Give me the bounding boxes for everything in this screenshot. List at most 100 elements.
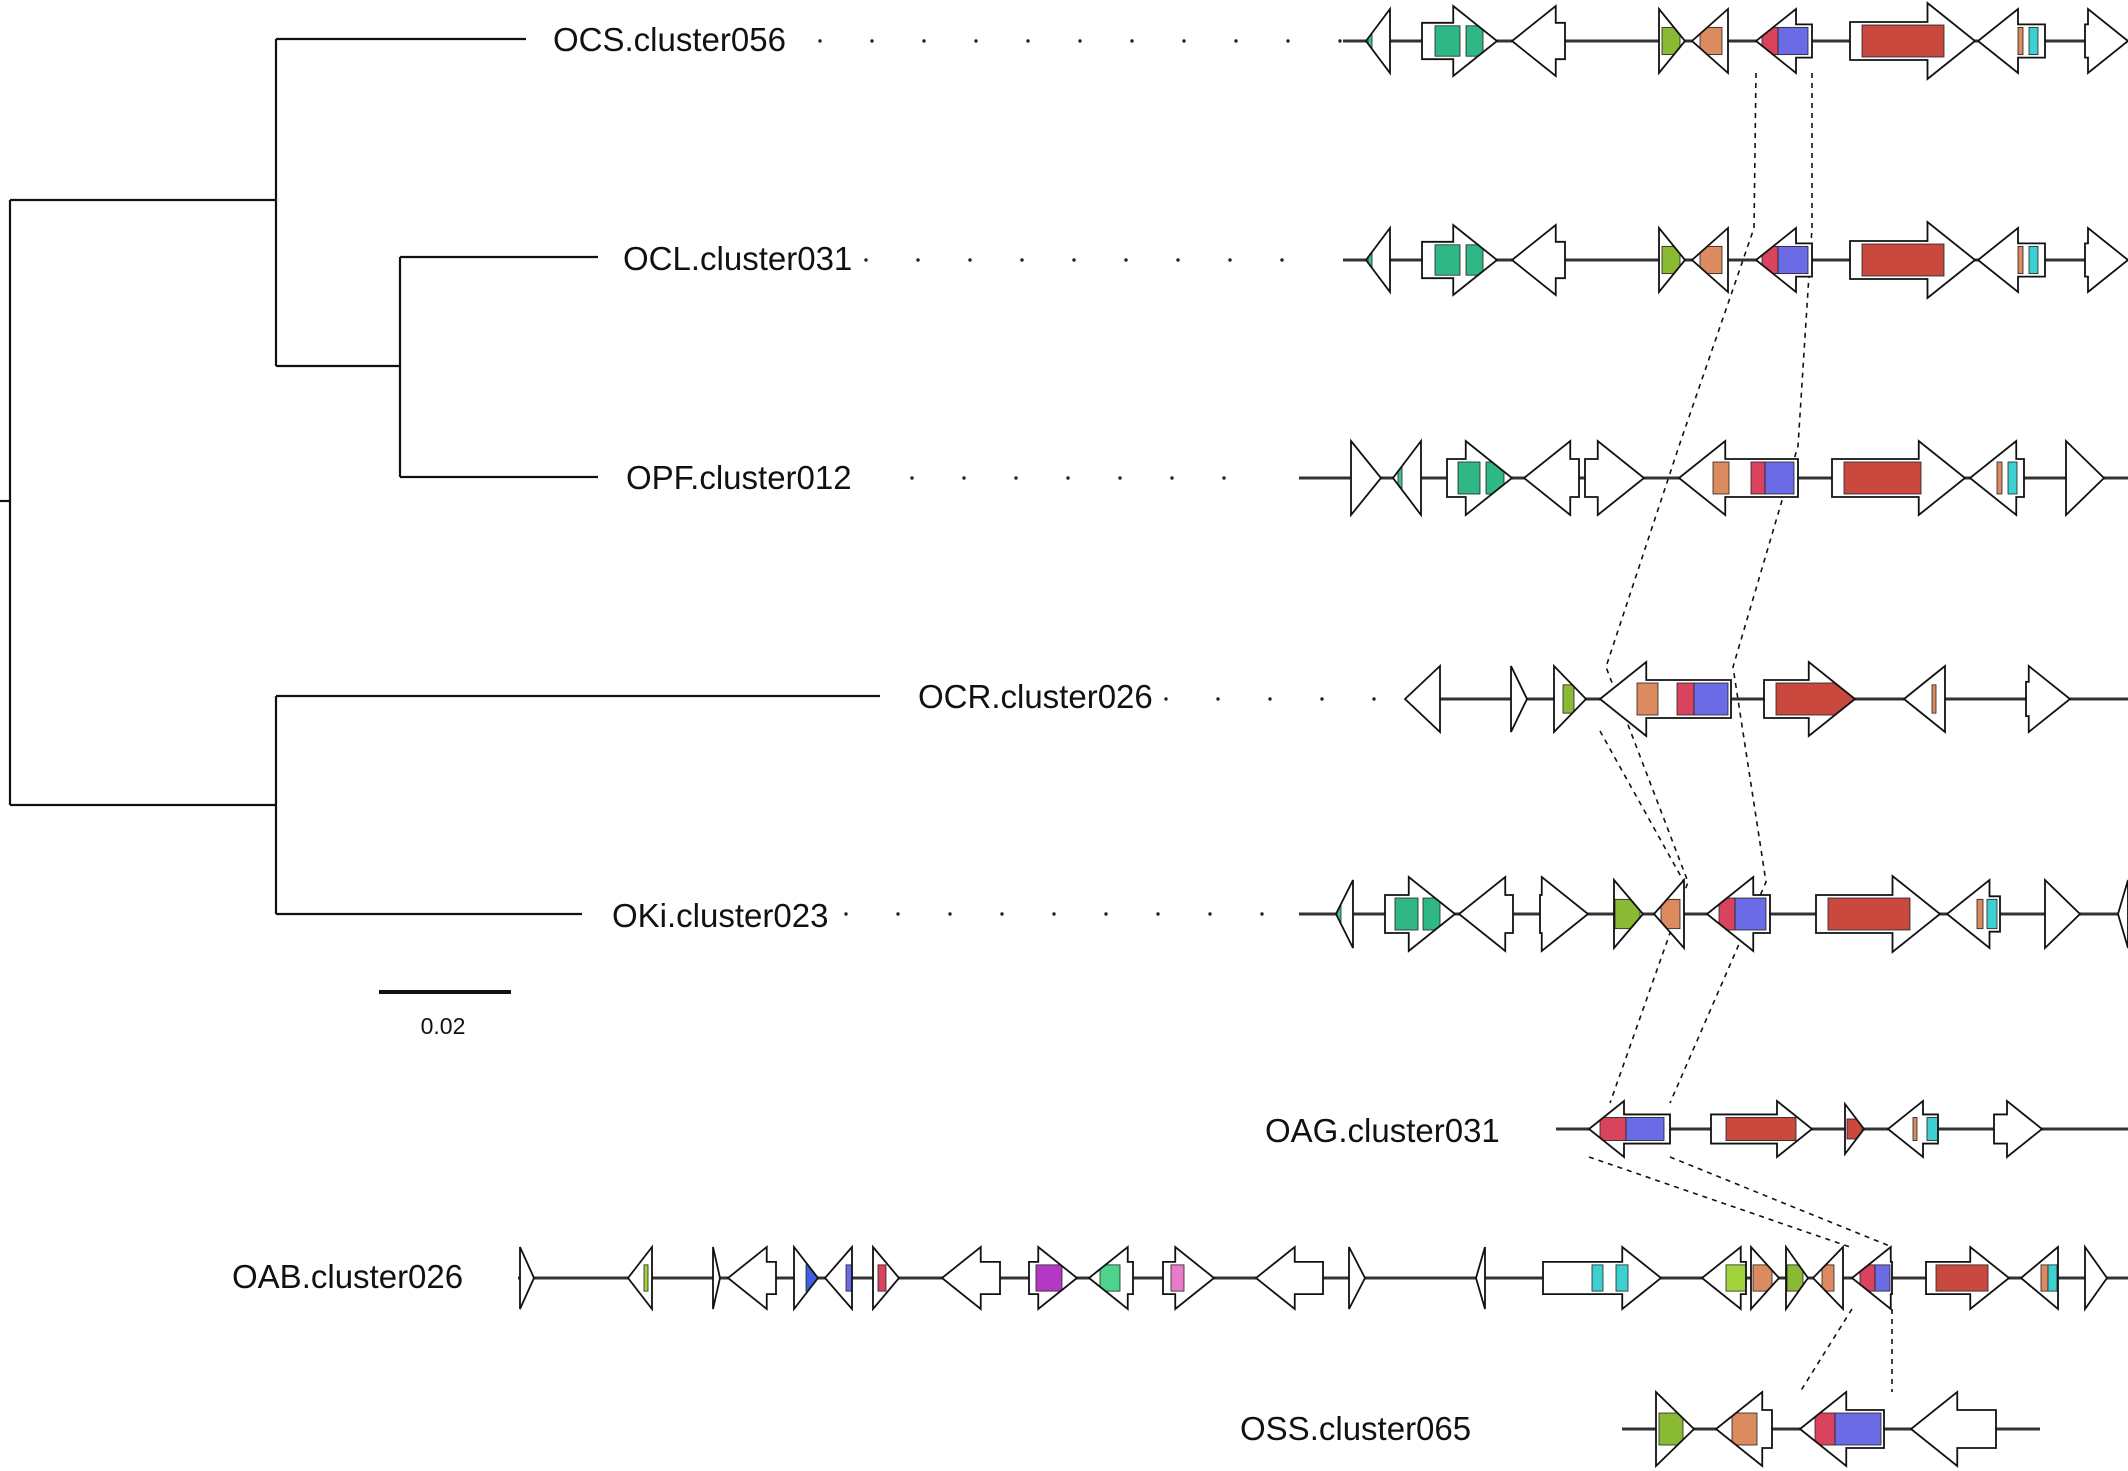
gene-arrow — [1598, 660, 1732, 738]
protein-domain — [1625, 1117, 1665, 1141]
gene-track — [1343, 220, 2128, 300]
gene-arrow — [1421, 4, 1499, 78]
protein-domain — [1615, 1264, 1629, 1292]
gene-arrow — [1785, 1244, 1810, 1312]
leader-dot — [1222, 476, 1226, 480]
leader-dot — [1130, 39, 1134, 43]
gene-arrow — [2065, 438, 2106, 518]
leader-dot — [818, 39, 822, 43]
gene-tracks — [518, 1, 2128, 1469]
leader-dot — [1156, 912, 1160, 916]
leader-dot — [1372, 697, 1376, 701]
gene-arrow — [1087, 1245, 1134, 1311]
leader-dot — [844, 912, 848, 916]
protein-domain — [1874, 1264, 1891, 1292]
protein-domain — [1843, 461, 1922, 495]
protein-domain — [1658, 1412, 1684, 1446]
gene-arrow — [712, 1246, 721, 1310]
protein-domain — [1752, 1264, 1773, 1292]
gene-arrow — [1849, 220, 1977, 300]
leader-dot — [896, 912, 900, 916]
gene-arrow — [1584, 439, 1646, 517]
protein-domain — [1926, 1117, 1938, 1141]
gene-arrow — [1763, 660, 1857, 738]
leader-dot — [1020, 258, 1024, 262]
gene-track — [518, 1244, 2128, 1312]
gene-arrow — [1690, 225, 1729, 295]
protein-domain — [1764, 461, 1795, 495]
gene-arrow — [2025, 664, 2072, 734]
protein-domain — [1457, 461, 1481, 495]
gene-arrow — [1510, 665, 1529, 733]
cluster-label-oss: OSS.cluster065 — [1240, 1410, 1471, 1447]
protein-domain — [1734, 897, 1767, 931]
protein-domain — [643, 1264, 649, 1292]
protein-domain — [2007, 461, 2018, 495]
leader-dot — [1066, 476, 1070, 480]
gene-arrow — [1831, 439, 1967, 517]
homology-connector — [1669, 1156, 1893, 1248]
protein-domain — [1465, 25, 1484, 57]
gene-arrow — [1976, 226, 2046, 294]
leader-dot — [968, 258, 972, 262]
gene-arrow — [1945, 878, 2001, 950]
protein-domain — [877, 1264, 887, 1292]
protein-domain — [2040, 1264, 2049, 1292]
leader-dots — [818, 39, 1376, 916]
gene-arrow — [872, 1244, 901, 1312]
gene-track — [1299, 438, 2128, 518]
gene-arrow — [1700, 1245, 1747, 1311]
cluster-label-ocr: OCR.cluster026 — [918, 678, 1153, 715]
leader-dot — [948, 912, 952, 916]
protein-domain — [1935, 1264, 1989, 1292]
gene-arrow — [823, 1244, 853, 1312]
gene-arrow — [1658, 6, 1687, 76]
cluster-label-opf: OPF.cluster012 — [626, 459, 852, 496]
leader-dot — [1072, 258, 1076, 262]
gene-arrow — [940, 1245, 1001, 1311]
gene-arrow — [1902, 664, 1946, 734]
gene-track — [1556, 1099, 2128, 1159]
leader-dot — [916, 258, 920, 262]
gene-arrow — [1968, 439, 2025, 517]
gene-arrow — [1364, 6, 1391, 76]
protein-domain — [1861, 243, 1945, 277]
gene-arrow — [1350, 438, 1383, 518]
protein-domain — [1485, 461, 1505, 495]
protein-domain — [1814, 1412, 1836, 1446]
protein-domain — [1750, 461, 1766, 495]
protein-domain — [1394, 897, 1419, 931]
gene-arrow — [1798, 1390, 1885, 1468]
gene-track — [1403, 660, 2128, 738]
gene-arrow — [1886, 1099, 1939, 1159]
gene-arrow — [1457, 875, 1514, 953]
leader-dot — [1014, 476, 1018, 480]
protein-domain — [1834, 1412, 1882, 1446]
leader-dot — [910, 476, 914, 480]
gene-arrow — [1710, 1099, 1814, 1159]
gene-arrow — [1587, 1099, 1671, 1159]
protein-domain — [1434, 244, 1461, 276]
gene-arrow — [1384, 875, 1457, 953]
leader-dot — [922, 39, 926, 43]
protein-domain — [1367, 26, 1373, 56]
leader-dot — [870, 39, 874, 43]
leader-dot — [974, 39, 978, 43]
gene-track — [1299, 874, 2128, 954]
gene-arrow — [1391, 438, 1422, 518]
gene-arrow — [1705, 875, 1771, 953]
protein-domain — [1422, 897, 1441, 931]
gene-arrow — [1539, 875, 1590, 953]
leader-dot — [962, 476, 966, 480]
leader-dot — [1104, 912, 1108, 916]
gene-arrow — [1811, 1244, 1844, 1312]
protein-domain — [1434, 25, 1461, 57]
leader-dot — [1338, 39, 1342, 43]
leader-dot — [1268, 697, 1272, 701]
protein-domain — [1846, 1118, 1863, 1140]
gene-arrow — [1658, 225, 1687, 295]
protein-domain — [1725, 1117, 1797, 1141]
protein-domain — [1786, 1264, 1804, 1292]
gene-arrow — [1652, 877, 1685, 951]
protein-domain — [1777, 26, 1809, 56]
